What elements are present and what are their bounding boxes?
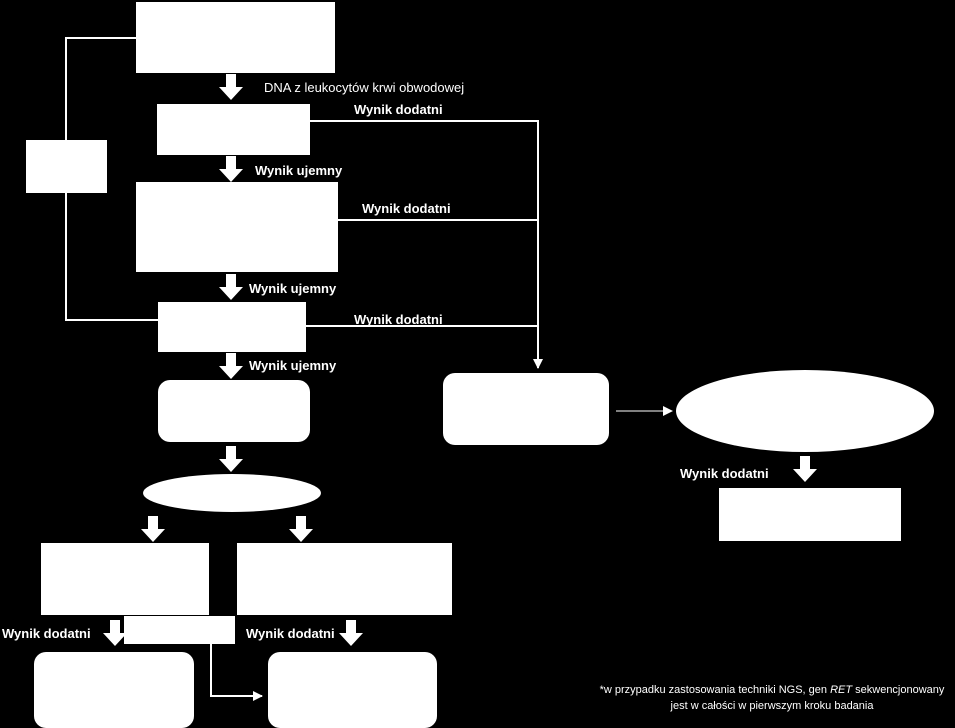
label-positive-5: Wynik dodatni xyxy=(2,626,91,641)
label-positive-1: Wynik dodatni xyxy=(354,102,443,117)
down-arrow-icon xyxy=(103,620,127,646)
down-arrow-icon xyxy=(141,516,165,542)
footnote-gene: RET xyxy=(830,684,853,696)
box-positive-target xyxy=(443,373,609,445)
label-dna-source: DNA z leukocytów krwi obwodowej xyxy=(264,80,465,95)
box-branch-left xyxy=(41,543,209,615)
down-arrow-icon xyxy=(219,74,243,100)
label-positive-2: Wynik dodatni xyxy=(362,201,451,216)
box-side xyxy=(26,140,107,193)
box-connector xyxy=(124,616,235,644)
box-step-3 xyxy=(158,302,306,352)
box-step-4 xyxy=(158,380,310,442)
down-arrow-icon xyxy=(219,156,243,182)
down-arrow-icon xyxy=(219,353,243,379)
box-result-left xyxy=(34,652,194,728)
label-negative-3: Wynik ujemny xyxy=(249,358,337,373)
down-arrow-icon xyxy=(289,516,313,542)
ellipse-right xyxy=(676,370,934,452)
positive-line-1 xyxy=(310,120,543,369)
box-branch-right xyxy=(237,543,452,615)
box-final xyxy=(719,488,901,541)
label-negative-2: Wynik ujemny xyxy=(249,281,337,296)
down-arrow-icon xyxy=(793,456,817,482)
box-step-1 xyxy=(157,104,310,155)
label-positive-4: Wynik dodatni xyxy=(680,466,769,481)
box-result-right xyxy=(268,652,437,728)
down-arrow-icon xyxy=(339,620,363,646)
down-arrow-icon xyxy=(219,274,243,300)
footnote-line-1: *w przypadku zastosowania techniki NGS, … xyxy=(599,684,945,696)
bottom-connector-line xyxy=(210,644,263,701)
label-positive-3: Wynik dodatni xyxy=(354,312,443,327)
footnote-line-2: jest w całości w pierwszym kroku badania xyxy=(670,700,874,712)
box-step-2 xyxy=(136,182,338,272)
ellipse-split xyxy=(143,474,321,512)
label-positive-6: Wynik dodatni xyxy=(246,626,335,641)
box-top xyxy=(136,2,335,73)
label-negative-1: Wynik ujemny xyxy=(255,163,343,178)
footnote: *w przypadku zastosowania techniki NGS, … xyxy=(592,682,952,714)
down-arrow-icon xyxy=(219,446,243,472)
